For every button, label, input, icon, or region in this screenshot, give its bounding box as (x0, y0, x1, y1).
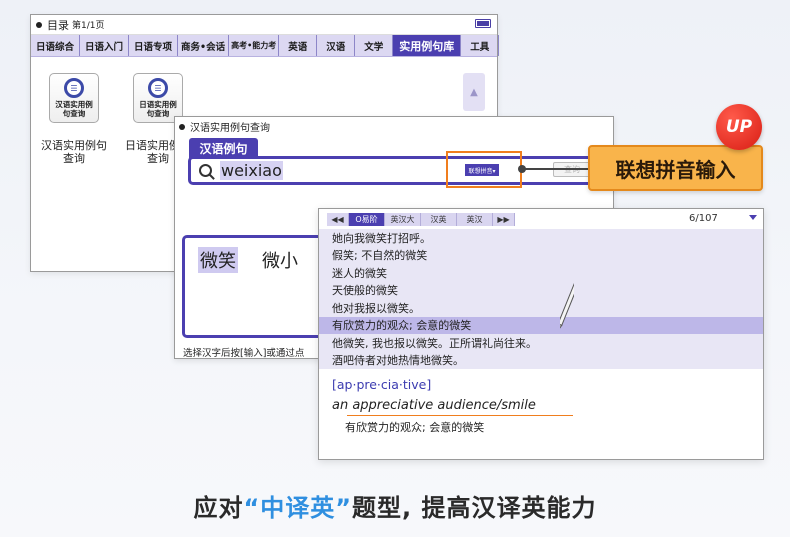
list-item[interactable]: 酒吧侍者对她热情地微笑。 (319, 351, 763, 369)
hint-text: 选择汉字后按[输入]或通过点 (183, 348, 305, 359)
list-item[interactable]: 她向我微笑打招呼。 (319, 229, 763, 247)
catalog-page-indicator: 第1/1页 (72, 21, 105, 31)
tab-japanese-special[interactable]: 日语专项 (129, 35, 179, 56)
dropdown-icon[interactable] (749, 215, 757, 220)
candidate-word[interactable]: 微笑 (198, 247, 238, 273)
search-icon (199, 164, 212, 177)
candidate-panel: 微笑 微小 (182, 235, 332, 338)
tab-business[interactable]: 商务•会话 (178, 35, 230, 56)
next-icon[interactable]: ▶▶ (493, 212, 515, 226)
scroll-up-button[interactable]: ▲ (463, 73, 485, 111)
search-window-title: 汉语实用例句查询 (190, 123, 270, 134)
sentence-list: 她向我微笑打招呼。 假笑; 不自然的微笑 迷人的微笑 天使般的微笑 他对我报以微… (319, 229, 763, 369)
dict-tab[interactable]: O易阶 (349, 212, 385, 226)
tab-exam[interactable]: 高考•能力考 (229, 35, 280, 56)
example-translation: 有欣赏力的观众; 会意的微笑 (345, 421, 485, 434)
tab-tools[interactable]: 工具 (461, 35, 500, 56)
connector-line (521, 168, 589, 170)
chinese-sentence-app[interactable]: ☰ 汉语实用例句查询 (49, 73, 99, 123)
dict-tab[interactable]: 英汉大 (385, 212, 421, 226)
footer-slogan: 应对“中译英”题型, 提高汉译英能力 (0, 488, 790, 523)
slogan-highlight: “中译英” (243, 494, 353, 522)
stylus-icon (560, 280, 574, 333)
category-tabs: 日语综合 日语入门 日语专项 商务•会话 高考•能力考 英语 汉语 文学 实用例… (31, 35, 500, 57)
up-badge: UP (716, 104, 762, 150)
bullet-icon (179, 123, 185, 130)
results-window: ◀◀ O易阶 英汉大 汉英 英汉 ▶▶ 6/107 她向我微笑打招呼。 假笑; … (318, 208, 764, 460)
app-icon-label: 日语实用例句查询 (139, 100, 177, 118)
catalog-title: 目录 (47, 18, 69, 32)
book-icon: ☰ (64, 78, 84, 98)
tab-chinese[interactable]: 汉语 (317, 35, 356, 56)
tab-japanese-general[interactable]: 日语综合 (31, 35, 81, 56)
dict-tab[interactable]: 英汉 (457, 212, 493, 226)
list-item[interactable]: 假笑; 不自然的微笑 (319, 246, 763, 264)
input-mode-dropdown[interactable]: 联想拼音▾ (465, 164, 499, 176)
japanese-sentence-app[interactable]: ☰ 日语实用例句查询 (133, 73, 183, 123)
tab-english[interactable]: 英语 (279, 35, 318, 56)
dict-tab[interactable]: 汉英 (421, 212, 457, 226)
search-input[interactable]: weixiao (188, 156, 610, 185)
book-icon: ☰ (148, 78, 168, 98)
tab-example-sentences[interactable]: 实用例句库 (393, 35, 462, 56)
section-tab[interactable]: 汉语例句 (189, 138, 258, 158)
tab-literature[interactable]: 文学 (355, 35, 394, 56)
slogan-suffix: 题型, 提高汉译英能力 (352, 494, 597, 522)
prev-icon[interactable]: ◀◀ (327, 212, 349, 226)
candidate-word[interactable]: 微小 (262, 251, 298, 272)
dictionary-toolbar: ◀◀ O易阶 英汉大 汉英 英汉 ▶▶ (319, 209, 763, 229)
catalog-titlebar: 目录 第1/1页 (31, 15, 497, 35)
list-item[interactable]: 天使般的微笑 (319, 281, 763, 299)
list-item[interactable]: 他微笑, 我也报以微笑。正所谓礼尚往来。 (319, 334, 763, 352)
feature-callout: 联想拼音输入 (588, 145, 763, 191)
list-item[interactable]: 迷人的微笑 (319, 264, 763, 282)
example-underline (347, 415, 573, 416)
app-caption: 汉语实用例句查询 (41, 139, 107, 165)
app-icon-label: 汉语实用例句查询 (55, 100, 93, 118)
search-titlebar: 汉语实用例句查询 (175, 117, 613, 136)
bullet-icon (36, 21, 42, 28)
list-item[interactable]: 他对我报以微笑。 (319, 299, 763, 317)
slogan-prefix: 应对 (193, 494, 244, 522)
page-indicator: 6/107 (689, 213, 718, 224)
list-item-selected[interactable]: 有欣赏力的观众; 会意的微笑 (319, 316, 763, 334)
battery-icon (475, 19, 491, 28)
headword: [ap·pre·cia·tive] (332, 377, 432, 392)
search-query: weixiao (220, 161, 283, 180)
tab-japanese-intro[interactable]: 日语入门 (80, 35, 130, 56)
example-sentence: an appreciative audience/smile (332, 398, 536, 413)
